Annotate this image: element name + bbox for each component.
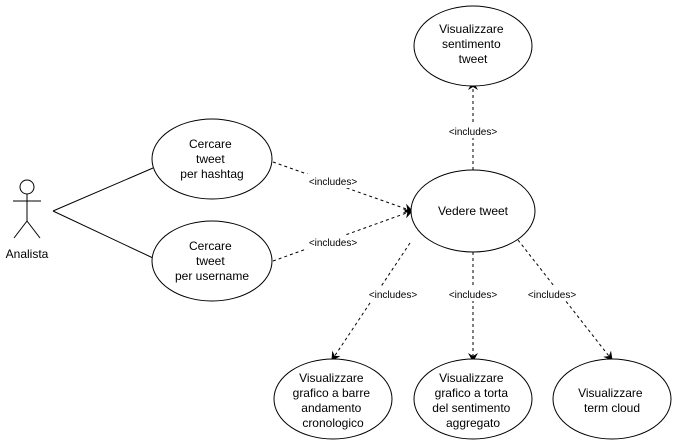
- use-case-label: Visualizzare grafico a barre andamento c…: [293, 371, 374, 430]
- include-arrow-barre: [331, 242, 411, 361]
- include-arrow-termcloud: [517, 239, 613, 361]
- actor-leg-left: [13, 220, 28, 239]
- include-label-hashtag: <includes>: [309, 177, 358, 188]
- use-case-label: Cercare tweet per username: [175, 239, 249, 283]
- use-case-term-cloud[interactable]: Visualizzare term cloud: [552, 358, 672, 440]
- use-case-grafico-barre[interactable]: Visualizzare grafico a barre andamento c…: [273, 358, 393, 440]
- use-case-label: Visualizzare grafico a torta del sentime…: [432, 371, 513, 430]
- actor-head: [19, 179, 35, 195]
- use-case-label: Vedere tweet: [438, 204, 509, 218]
- use-case-vedere-tweet[interactable]: Vedere tweet: [410, 169, 536, 253]
- association-username: [52, 210, 154, 259]
- actor-label: Analista: [6, 247, 49, 261]
- use-case-label: Visualizzare term cloud: [578, 386, 646, 415]
- use-case-label: Visualizzare sentimento tweet: [439, 22, 507, 66]
- use-case-cercare-hashtag[interactable]: Cercare tweet per hashtag: [151, 118, 273, 200]
- use-case-cercare-username[interactable]: Cercare tweet per username: [151, 220, 273, 302]
- use-case-grafico-torta[interactable]: Visualizzare grafico a torta del sentime…: [413, 358, 533, 440]
- use-case-label: Cercare tweet per hashtag: [180, 137, 243, 181]
- actor-analista[interactable]: Analista: [6, 179, 49, 261]
- include-label-torta: <includes>: [449, 290, 498, 301]
- include-label-termcloud: <includes>: [528, 290, 577, 301]
- include-label-username: <includes>: [309, 238, 358, 249]
- include-label-barre: <includes>: [369, 290, 418, 301]
- include-label-sentimento: <includes>: [449, 127, 498, 138]
- use-case-visualizzare-sentimento[interactable]: Visualizzare sentimento tweet: [413, 5, 533, 87]
- actor-leg-right: [26, 220, 41, 239]
- association-hashtag: [52, 167, 154, 212]
